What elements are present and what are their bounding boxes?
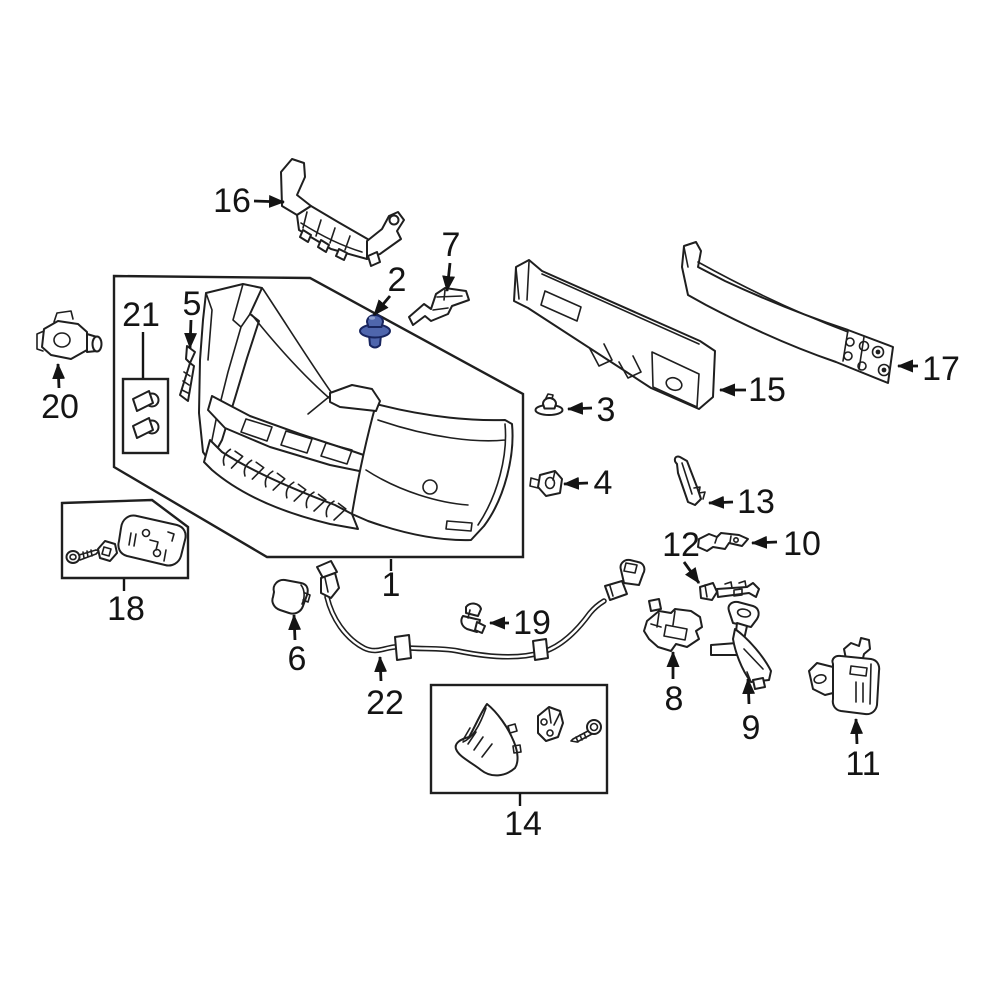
callout-21: 21 xyxy=(122,296,160,378)
part-16-sight-shield xyxy=(280,158,405,267)
callout-2: 2 xyxy=(372,261,407,316)
callout-label-7: 7 xyxy=(442,226,461,264)
callout-3: 3 xyxy=(567,391,616,429)
callout-4: 4 xyxy=(563,464,613,502)
lower-grille-texture xyxy=(222,448,347,521)
part-21-clips xyxy=(132,390,160,439)
callout-22: 22 xyxy=(366,656,404,722)
part-19-sensor xyxy=(460,602,486,634)
callout-7: 7 xyxy=(442,226,461,292)
part-12-bracket xyxy=(699,580,760,601)
callout-label-2: 2 xyxy=(388,261,407,299)
callout-label-10: 10 xyxy=(783,525,821,563)
part-4-grommet xyxy=(529,470,563,497)
part-7-bumper-bracket xyxy=(408,287,470,326)
callout-16: 16 xyxy=(213,182,285,220)
callout-label-20: 20 xyxy=(41,388,79,426)
callout-label-16: 16 xyxy=(213,182,251,220)
part-9-fog-lamp-bracket xyxy=(710,600,772,690)
callout-17: 17 xyxy=(897,350,960,388)
callout-label-5: 5 xyxy=(183,285,202,323)
callout-20: 20 xyxy=(41,363,79,426)
part-13-side-retainer xyxy=(673,455,706,506)
callout-label-12: 12 xyxy=(662,526,700,564)
callout-6: 6 xyxy=(288,614,307,678)
callout-label-6: 6 xyxy=(288,640,307,678)
callout-label-3: 3 xyxy=(597,391,616,429)
part-10-bracket xyxy=(697,532,749,552)
group-box-part-21 xyxy=(121,377,170,455)
callout-label-9: 9 xyxy=(742,709,761,747)
callout-5: 5 xyxy=(183,285,202,349)
callout-label-8: 8 xyxy=(665,680,684,718)
callout-13: 13 xyxy=(708,483,775,521)
part-20-parking-sensor xyxy=(36,310,103,360)
callout-label-17: 17 xyxy=(922,350,960,388)
part-15-energy-absorber xyxy=(513,259,716,410)
group-box-part-18 xyxy=(60,498,190,580)
part-1-bumper-cover xyxy=(198,283,514,542)
callout-label-22: 22 xyxy=(366,684,404,722)
callout-1: 1 xyxy=(382,559,401,604)
group-box-part-14 xyxy=(429,683,609,795)
callout-15: 15 xyxy=(719,371,786,409)
callout-label-13: 13 xyxy=(737,483,775,521)
callout-label-14: 14 xyxy=(504,805,542,843)
part-22-wire-harness xyxy=(316,558,646,661)
part-11-bumper-bracket xyxy=(808,637,881,716)
callout-label-15: 15 xyxy=(748,371,786,409)
callout-label-1: 1 xyxy=(382,566,401,604)
part-18-license-bracket-kit xyxy=(65,514,187,567)
part-5-bumper-seal xyxy=(179,345,196,402)
callout-label-18: 18 xyxy=(107,590,145,628)
callout-label-19: 19 xyxy=(513,604,551,642)
callout-10: 10 xyxy=(751,525,821,563)
callout-label-11: 11 xyxy=(845,745,880,783)
group-box-part-1 xyxy=(112,274,525,559)
part-3-clip xyxy=(534,393,564,416)
part-17-bumper-reinforcement xyxy=(681,241,894,384)
callout-label-21: 21 xyxy=(122,296,160,334)
callout-12: 12 xyxy=(662,526,701,584)
callout-14: 14 xyxy=(504,793,542,843)
callout-9: 9 xyxy=(742,678,761,747)
callout-11: 11 xyxy=(845,718,881,783)
part-6-towhook-cover xyxy=(271,578,311,615)
callout-19: 19 xyxy=(489,604,551,642)
callout-8: 8 xyxy=(665,651,684,718)
callout-label-4: 4 xyxy=(594,464,613,502)
callout-18: 18 xyxy=(107,579,145,628)
part-14-bezel-kit xyxy=(454,703,602,777)
part-8-fog-lamp xyxy=(643,598,703,652)
